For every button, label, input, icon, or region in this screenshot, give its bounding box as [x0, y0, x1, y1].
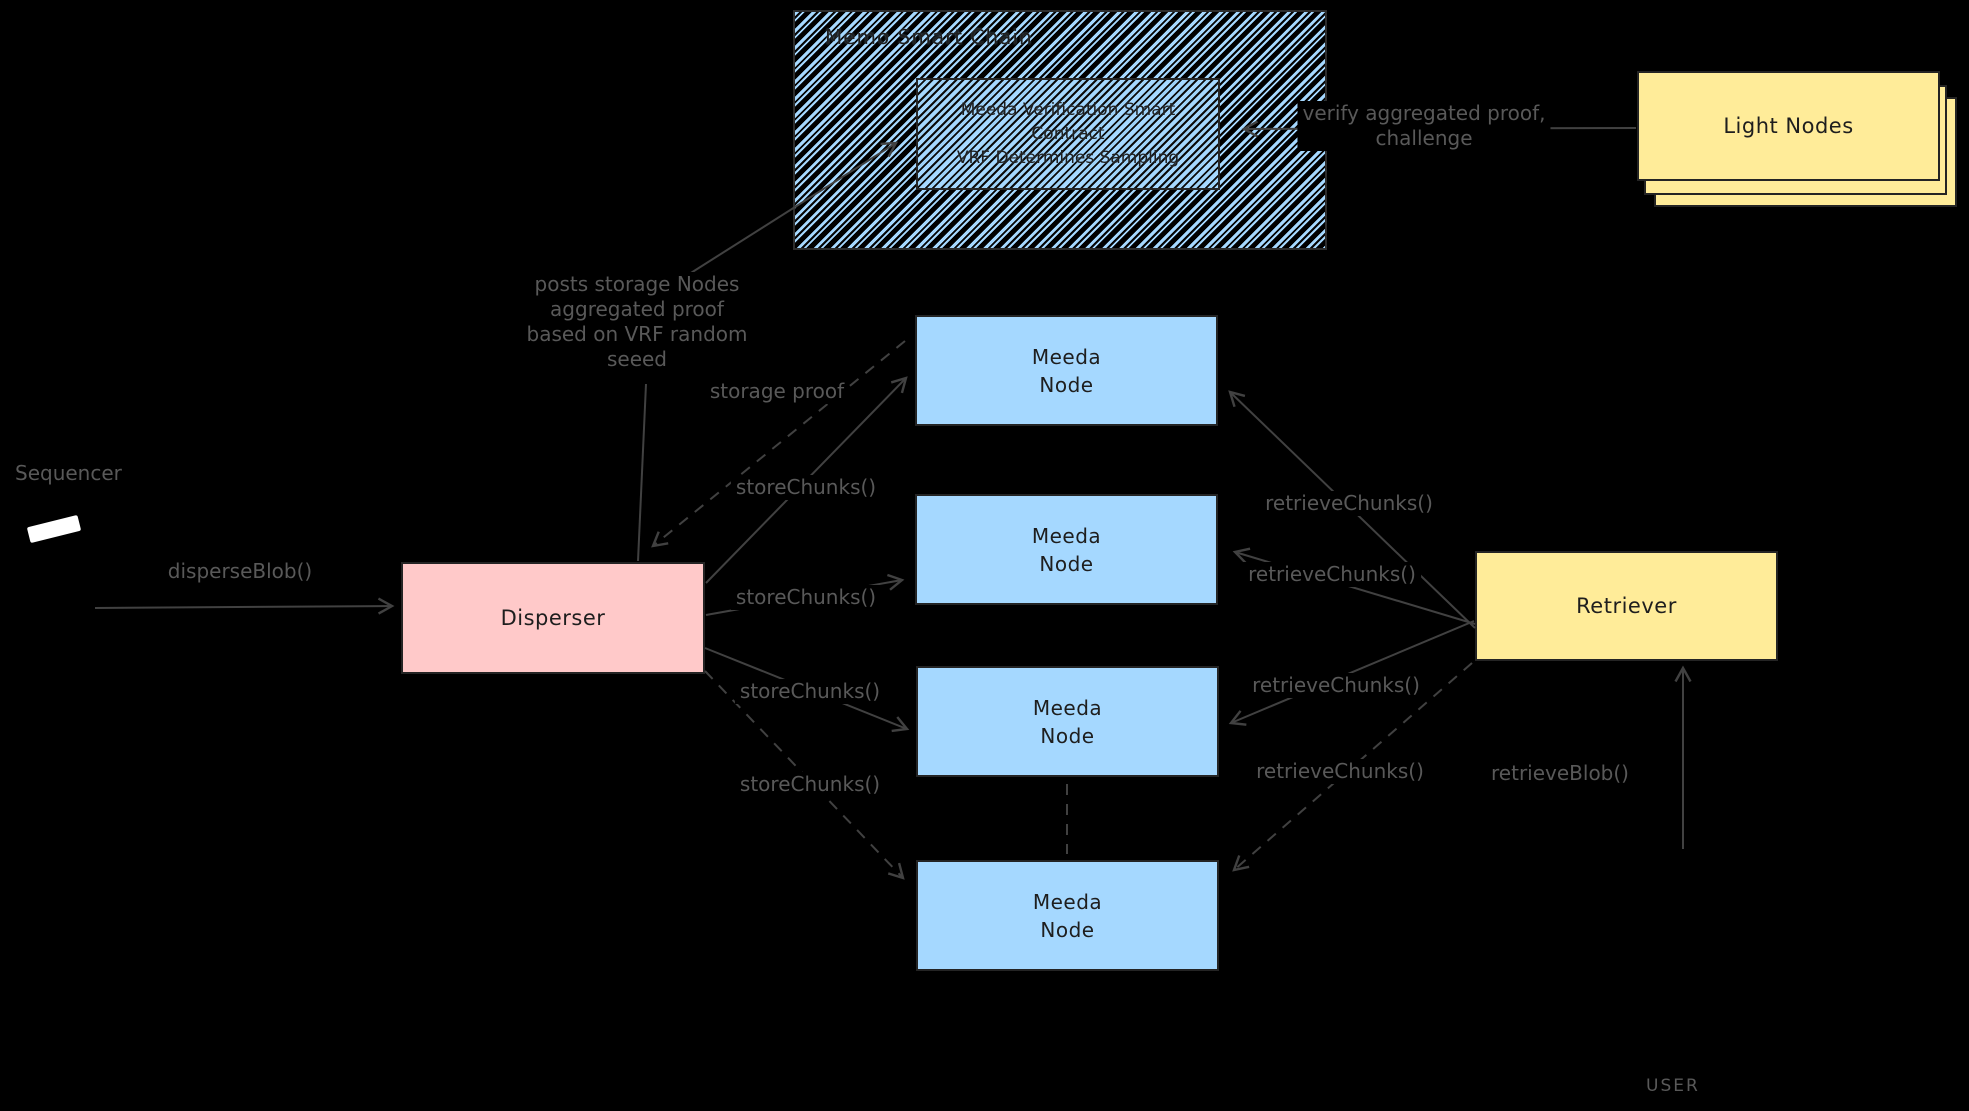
meeda-node-3-label: Meeda Node	[1032, 695, 1103, 748]
meeda-node-4-box: Meeda Node	[916, 860, 1219, 971]
retrieve-chunks-label-1: retrieveChunks()	[1260, 491, 1438, 516]
meeda-node-1-label: Meeda Node	[1031, 344, 1102, 397]
light-nodes-box: Light Nodes	[1637, 71, 1940, 181]
storage-proof-label: storage proof	[704, 379, 850, 404]
sequencer-icon	[26, 514, 82, 544]
retrieve-chunks-label-4: retrieveChunks()	[1251, 759, 1429, 784]
disperser-label: Disperser	[500, 606, 606, 630]
retriever-box: Retriever	[1475, 551, 1778, 661]
verify-proof-label: verify aggregated proof, challenge	[1297, 101, 1551, 151]
disperse-blob-label: disperseBlob()	[162, 559, 318, 584]
meeda-node-2-label: Meeda Node	[1031, 523, 1102, 576]
posts-proof-label: posts storage Nodes aggregated proof bas…	[521, 272, 753, 372]
meeda-node-3-box: Meeda Node	[916, 666, 1219, 777]
store-chunks-label-1: storeChunks()	[730, 475, 882, 500]
meeda-verification-contract-box: Meeda Verification Smart Contract VRF De…	[916, 78, 1220, 190]
retrieve-chunks-label-3: retrieveChunks()	[1247, 673, 1425, 698]
light-nodes-label: Light Nodes	[1723, 114, 1854, 138]
store-chunks-label-3: storeChunks()	[734, 679, 886, 704]
retrieve-blob-label: retrieveBlob()	[1486, 761, 1634, 786]
retrieve-chunks-label-2: retrieveChunks()	[1243, 562, 1421, 587]
store-chunks-label-4: storeChunks()	[734, 772, 886, 797]
meeda-node-4-label: Meeda Node	[1032, 889, 1103, 942]
retriever-label: Retriever	[1576, 594, 1677, 618]
memo-smart-chain-title: Memo Smart Chain	[825, 25, 1033, 49]
meeda-node-2-box: Meeda Node	[915, 494, 1218, 605]
store-chunks-label-2: storeChunks()	[730, 585, 882, 610]
meeda-verification-contract-label: Meeda Verification Smart Contract VRF De…	[956, 100, 1180, 168]
memo-smart-chain-box: Memo Smart Chain Meeda Verification Smar…	[793, 10, 1327, 250]
meeda-node-1-box: Meeda Node	[915, 315, 1218, 426]
user-label: USER	[1641, 1074, 1705, 1099]
sequencer-label: Sequencer	[10, 461, 127, 486]
disperser-box: Disperser	[401, 562, 705, 674]
